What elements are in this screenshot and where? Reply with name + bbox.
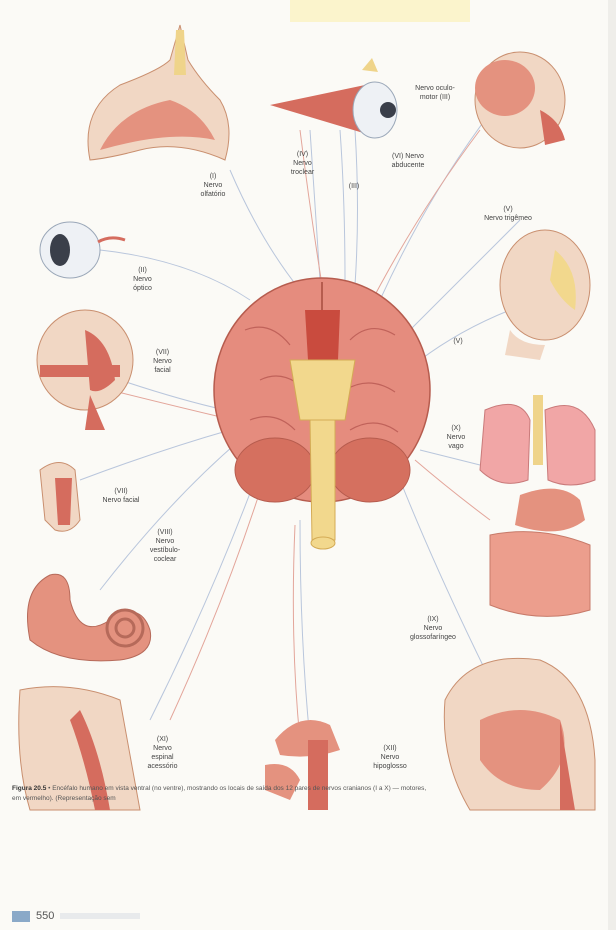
- head-trigemeo-illustration: [500, 230, 590, 360]
- head-oculomotor-illustration: [475, 52, 565, 148]
- page-number: 550: [36, 910, 54, 922]
- page-footer: 550: [12, 908, 140, 924]
- figure-caption: Figura 20.5 • Encéfalo humano em vista v…: [12, 784, 432, 804]
- label-hipoglosso: (XII) Nervo hipoglosso: [360, 744, 420, 771]
- nerve-line-acessorio: [150, 480, 255, 720]
- label-abducente: (VI) Nervo abducente: [378, 152, 438, 170]
- brain-ventral-illustration: [214, 278, 430, 549]
- nerve-line-abducente-b: [355, 130, 358, 285]
- nerve-line-oculomotor: [380, 100, 500, 300]
- nerve-line-facial-bottom: [80, 430, 230, 480]
- label-iii-small: (III): [344, 182, 364, 191]
- head-facial-illustration: [37, 310, 133, 430]
- label-vestibulo: (VIII) Nervo vestíbulo- coclear: [140, 528, 190, 564]
- figure-number: Figura 20.5: [12, 785, 46, 792]
- label-optico: (II) Nervo óptico: [120, 266, 165, 293]
- nerve-line-abducente-a: [340, 130, 345, 280]
- label-trigemeo: (V) Nervo trigêmeo: [468, 205, 548, 223]
- organs-vago-illustration: [480, 395, 595, 616]
- label-oculomotor: Nervo oculo- motor (III): [400, 84, 470, 102]
- head-glosso-illustration: [444, 658, 595, 810]
- cochlea-illustration: [28, 574, 151, 661]
- label-troclear: (IV) Nervo troclear: [280, 150, 325, 177]
- label-acessorio: (XI) Nervo espinal acessório: [135, 735, 190, 771]
- label-facial-bottom: (VII) Nervo facial: [86, 487, 156, 505]
- nerve-line-vestibulo: [100, 440, 240, 590]
- nerve-line-olfatorio: [230, 170, 300, 290]
- nose-illustration: [88, 25, 229, 160]
- face-small-illustration: [40, 463, 80, 532]
- label-trigemeo-short: (V): [448, 337, 468, 346]
- nerve-line-hipoglosso: [300, 520, 310, 740]
- label-olfatorio: (I) Nervo olfatório: [188, 172, 238, 199]
- eyeball-optic-illustration: [40, 222, 125, 278]
- eye-muscles-illustration: [270, 58, 397, 138]
- nerve-line-trigemeo-b: [420, 310, 510, 360]
- label-glosso: (IX) Nervo glossofaríngeo: [388, 615, 478, 642]
- footer-rule: [60, 913, 140, 919]
- figure-caption-text: • Encéfalo humano em vista ventral (no v…: [12, 785, 426, 802]
- label-facial-top: (VII) Nervo facial: [140, 348, 185, 375]
- page-marker-square: [12, 911, 30, 922]
- label-vago: (X) Nervo vago: [436, 424, 476, 451]
